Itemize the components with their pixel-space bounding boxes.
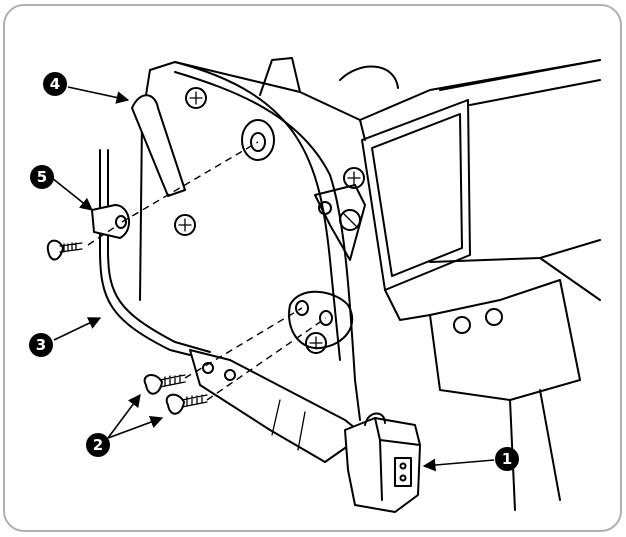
clamp-screw <box>46 239 83 261</box>
mount-bracket <box>314 184 366 261</box>
svg-text:4: 4 <box>50 75 60 93</box>
svg-text:1: 1 <box>502 450 512 468</box>
assembly-guide-lines <box>87 141 327 401</box>
cable-part-3 <box>99 149 211 361</box>
callout-5: 5 <box>30 165 54 189</box>
lever-part-4 <box>131 94 186 197</box>
svg-text:2: 2 <box>93 436 103 454</box>
leader-lines <box>51 86 495 472</box>
sensor-arm <box>189 349 361 463</box>
cable-clamp-part-5 <box>91 204 130 239</box>
svg-text:3: 3 <box>36 336 46 354</box>
callout-3: 3 <box>29 333 53 357</box>
svg-text:5: 5 <box>37 168 47 186</box>
upper-mount-hole <box>241 119 275 161</box>
callout-4: 4 <box>43 72 67 96</box>
side-plate <box>174 71 365 421</box>
callout-2: 2 <box>86 433 110 457</box>
callout-1: 1 <box>495 447 519 471</box>
sensor-unit-part-1 <box>344 412 421 513</box>
mounting-screws-part-2 <box>143 374 208 415</box>
lower-mount-boss <box>288 290 354 350</box>
operation-panel <box>361 99 471 321</box>
